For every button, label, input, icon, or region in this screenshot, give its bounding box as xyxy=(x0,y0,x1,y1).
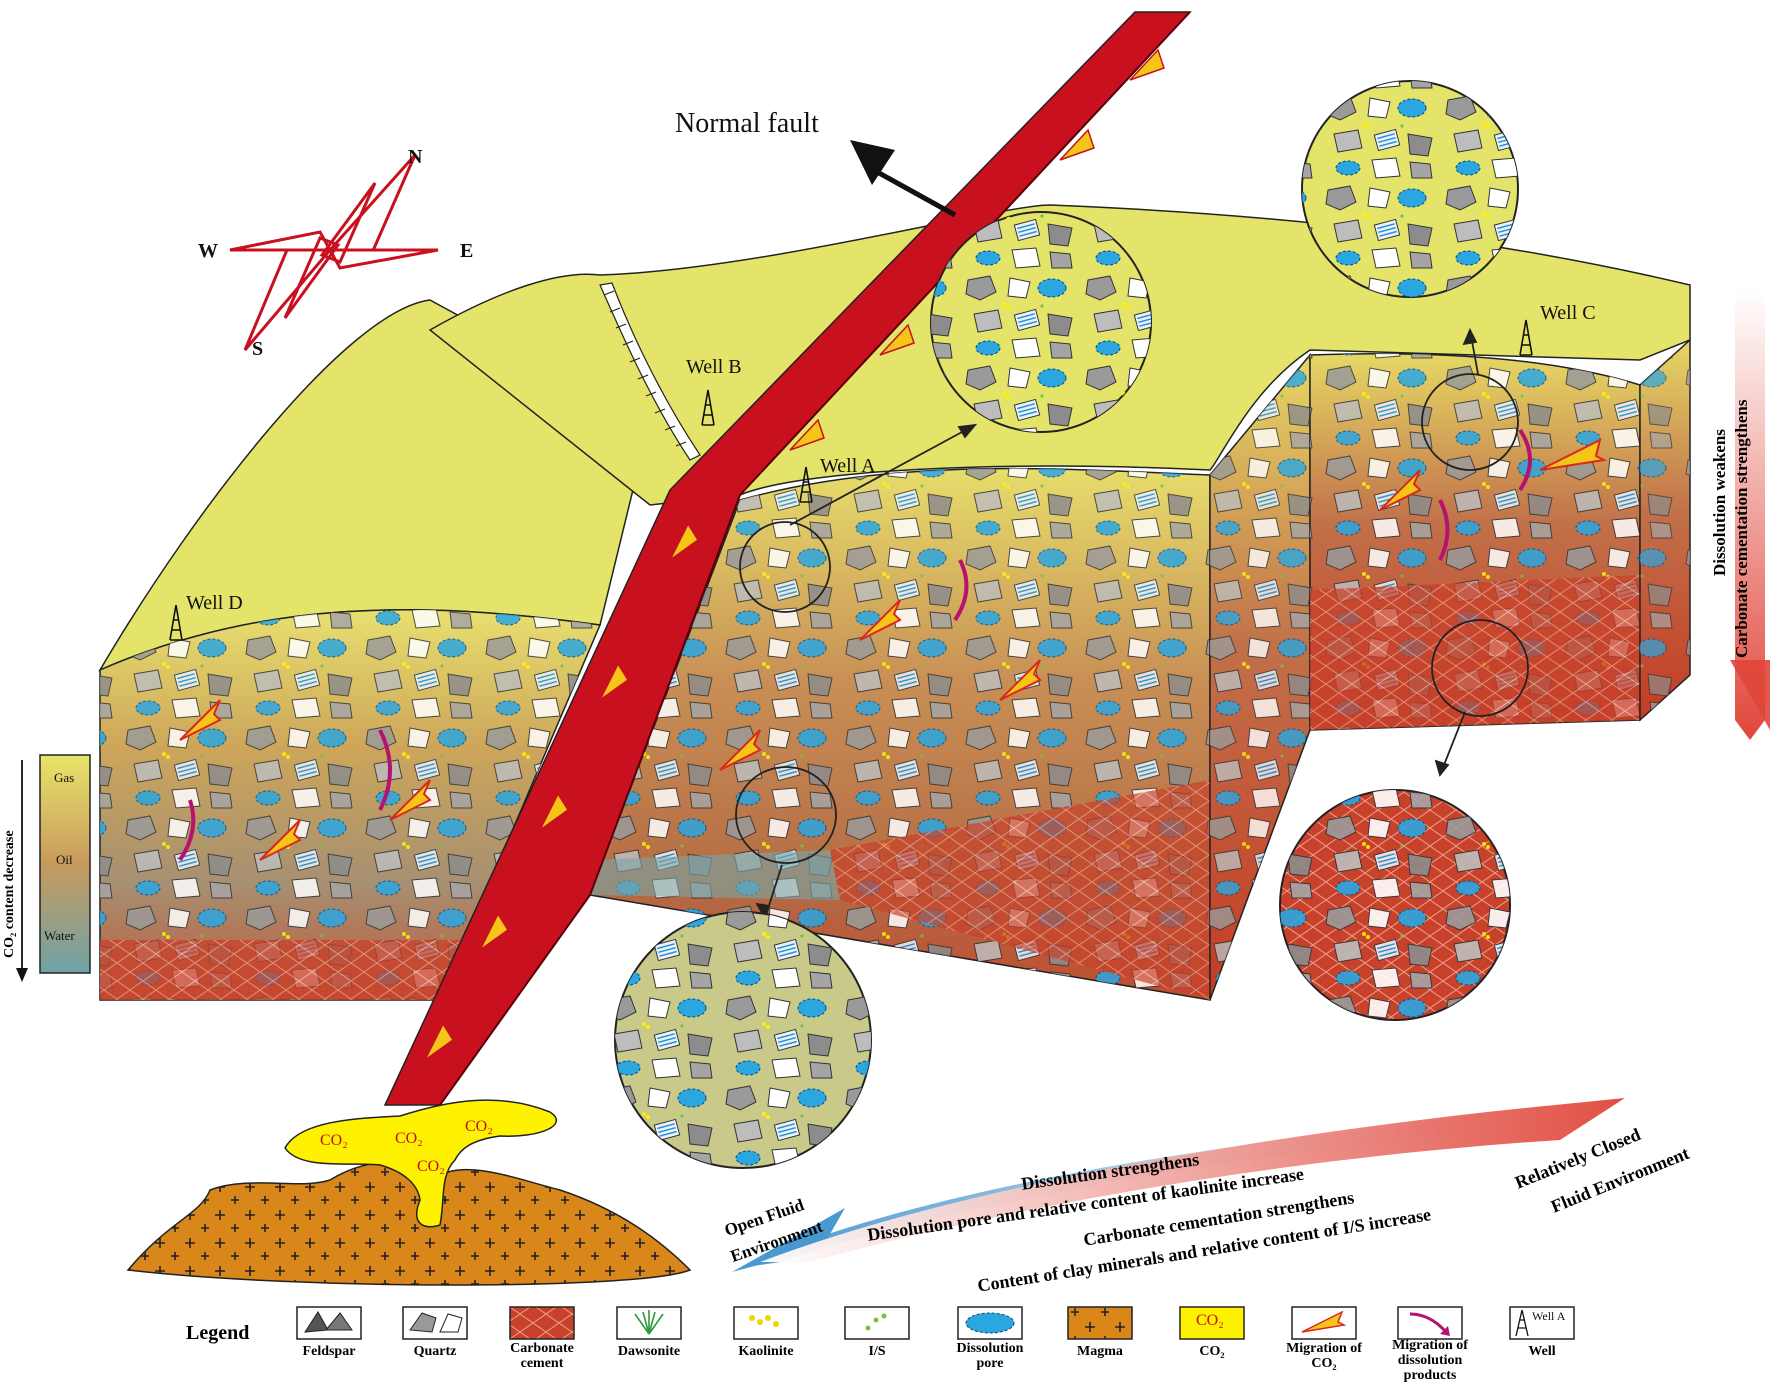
legend-label-dawsonite: Dawsonite xyxy=(617,1344,681,1359)
co2-body xyxy=(284,1099,558,1228)
legend-box-well-text: Well A xyxy=(1532,1309,1566,1323)
block-left-carbonate xyxy=(100,940,460,1000)
fluid-scale-axis-head xyxy=(16,968,28,982)
co2-label-3: CO₂ xyxy=(465,1118,493,1135)
fluid-level-water: Water xyxy=(44,928,75,943)
legend-label-co2: CO₂ xyxy=(1199,1344,1225,1359)
legend-label-kaolinite: Kaolinite xyxy=(738,1344,794,1359)
well-b-label: Well B xyxy=(686,356,742,378)
fluid-scale-bar xyxy=(39,754,91,974)
right-trend-line2: Carbonate cementation strengthens xyxy=(1732,399,1751,658)
block-step-front-grains xyxy=(1210,355,1310,1000)
well-b-symbol xyxy=(701,389,715,426)
fluid-level-gas: Gas xyxy=(54,770,75,785)
well-c-symbol xyxy=(1519,319,1533,356)
legend-label-magma: Magma xyxy=(1077,1344,1123,1359)
legend-title: Legend xyxy=(186,1322,250,1344)
legend-label-well: Well xyxy=(1528,1344,1556,1359)
co2-migration-arrows xyxy=(179,438,1608,861)
minor-fault-hatch xyxy=(603,290,687,447)
block-right-side-grains xyxy=(1640,340,1690,720)
trend-arrow-blue-head xyxy=(732,1208,845,1272)
block-left-front-grains xyxy=(100,609,600,1000)
compass-west: W xyxy=(198,240,218,262)
compass-rose xyxy=(229,153,439,351)
compass-north: N xyxy=(408,146,423,168)
legend-label-quartz: Quartz xyxy=(413,1344,457,1359)
trend-arrow-right-head xyxy=(1730,660,1770,730)
legend-label-feldspar: Feldspar xyxy=(302,1344,356,1359)
right-trend-line1: Dissolution weakens xyxy=(1710,429,1729,576)
fluid-scale-axis-label: CO₂ content decrease xyxy=(2,830,17,958)
well-d-label: Well D xyxy=(186,592,243,614)
magnifier-lower xyxy=(614,911,872,1169)
compass-south: S xyxy=(252,338,264,360)
trend-arrow-right xyxy=(1735,290,1765,740)
well-d-symbol xyxy=(169,604,183,641)
legend-boxes xyxy=(296,1306,1575,1340)
magnifier-connectors xyxy=(755,327,1479,921)
magnifier-top xyxy=(930,211,1152,433)
legend-box-co2-text: CO₂ xyxy=(1196,1312,1224,1329)
minor-fault xyxy=(599,282,701,461)
trend-arrow-red xyxy=(760,1098,1625,1262)
co2-label-4: CO₂ xyxy=(417,1158,445,1175)
normal-fault-arrowhead xyxy=(850,140,895,185)
co2-label-1: CO₂ xyxy=(320,1132,348,1149)
block-middle-carbonate xyxy=(830,780,1210,1000)
magnifier-sources xyxy=(735,373,1529,864)
normal-fault-arrow xyxy=(868,165,957,218)
normal-fault-label: Normal fault xyxy=(675,108,819,139)
fault-co2-arrows xyxy=(424,48,1165,1061)
legend-label-carbonate: Carbonate cement xyxy=(510,1341,574,1371)
legend-label-co2-migration: Migration of CO₂ xyxy=(1286,1341,1362,1371)
magnifier-lower-right xyxy=(1279,789,1511,1021)
product-migration-arrows xyxy=(178,428,1532,862)
block-right-carbonate xyxy=(1310,575,1640,730)
well-a-symbol xyxy=(799,466,813,503)
legend-label-is: I/S xyxy=(868,1344,886,1359)
magnifier-upper-right xyxy=(1301,80,1519,298)
well-a-label: Well A xyxy=(820,455,876,477)
well-c-label: Well C xyxy=(1540,302,1596,324)
legend-label-dissolution-pore: Dissolution pore xyxy=(956,1341,1024,1371)
fluid-level-oil: Oil xyxy=(56,852,73,867)
co2-label-2: CO₂ xyxy=(395,1130,423,1147)
legend-label-product-migration: Migration of dissolution products xyxy=(1392,1338,1468,1383)
compass-east: E xyxy=(460,240,474,262)
magma-body xyxy=(126,1161,692,1286)
